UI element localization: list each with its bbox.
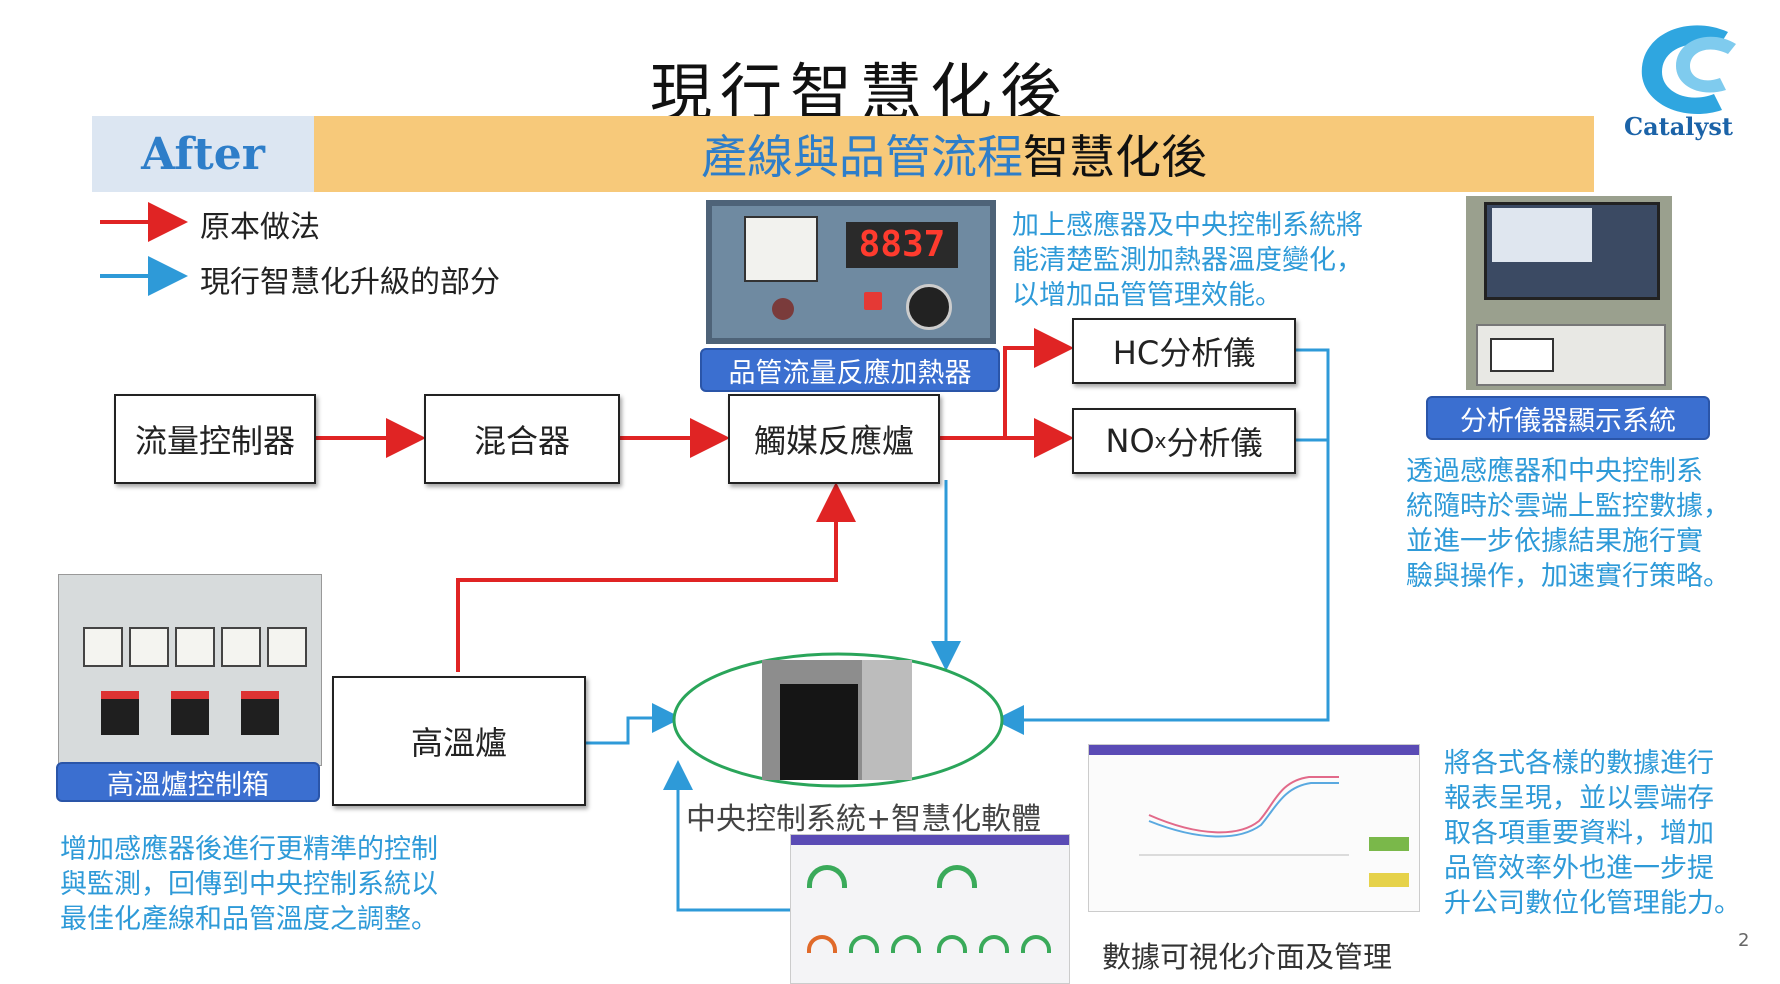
banner-title-black: 智慧化後: [1023, 130, 1207, 184]
gauge-icon: [807, 935, 837, 953]
note-line: 透過感應器和中央控制系: [1406, 456, 1703, 487]
note-line: 與監測，回傳到中央控制系統以: [60, 869, 438, 900]
report-note: 將各式各樣的數據進行 報表呈現，並以雲端存 取各項重要資料，增加 品管效率外也進…: [1444, 746, 1741, 921]
page-number: 2: [1738, 930, 1750, 951]
switch-icon: [772, 298, 794, 320]
logo-text: Catalyst: [1624, 112, 1733, 141]
catalyst-reactor-box: 觸媒反應爐: [728, 394, 940, 484]
note-line: 最佳化產線和品管溫度之調整。: [60, 904, 438, 935]
analyzer-display-tag: 分析儀器顯示系統: [1426, 396, 1710, 440]
gauge-icon: [744, 216, 818, 282]
note-line: 加上感應器及中央控制系統將: [1012, 210, 1363, 241]
legend-red-label: 原本做法: [200, 210, 320, 245]
heater-photo: 8837: [706, 200, 996, 344]
controller-display-icon: [171, 691, 209, 735]
note-line: 統隨時於雲端上監控數據，: [1406, 491, 1730, 522]
heater-temperature-display: 8837: [846, 222, 958, 268]
nox-prefix: NO: [1105, 422, 1155, 460]
catalyst-logo-mark: [1641, 25, 1736, 115]
note-line: 並進一步依據結果施行實: [1406, 526, 1703, 557]
heater-tag: 品管流量反應加熱器: [700, 348, 1000, 392]
central-system-caption: 中央控制系統+智慧化軟體: [686, 802, 1042, 837]
dashboard-screenshot: [790, 834, 1070, 984]
controller-display-icon: [241, 691, 279, 735]
gauge-icon: [979, 935, 1009, 953]
note-line: 以增加品管管理效能。: [1012, 280, 1282, 311]
furnace-box: 高溫爐: [332, 676, 586, 806]
analyzer-display-photo: [1466, 196, 1672, 390]
mixer-box: 混合器: [424, 394, 620, 484]
data-trend-chart-icon: [1139, 776, 1409, 887]
gauge-icon: [1021, 935, 1051, 953]
nox-subscript: x: [1154, 429, 1167, 453]
gauge-icon: [891, 935, 921, 953]
note-line: 能清楚監測加熱器溫度變化，: [1012, 245, 1363, 276]
banner-title-blue: 產線與品管流程: [701, 130, 1023, 184]
hc-analyzer-box: HC分析儀: [1072, 318, 1296, 384]
gauge-icon: [267, 627, 307, 667]
legend-blue-label: 現行智慧化升級的部分: [200, 265, 500, 300]
note-line: 取各項重要資料，增加: [1444, 818, 1714, 849]
banner-title: 產線與品管流程智慧化後: [314, 116, 1594, 192]
gauge-icon: [849, 935, 879, 953]
gauge-icon: [937, 865, 977, 888]
gauge-icon: [807, 865, 847, 888]
note-line: 報表呈現，並以雲端存: [1444, 783, 1714, 814]
catalyst-logo: Catalyst: [1618, 14, 1768, 144]
red-indicator-icon: [864, 292, 882, 310]
gauge-icon: [129, 627, 169, 667]
analyzer-note: 透過感應器和中央控制系 統隨時於雲端上監控數據， 並進一步依據結果施行實 驗與操…: [1406, 454, 1730, 594]
analyzer-unit-icon: [1476, 324, 1666, 386]
heater-note: 加上感應器及中央控制系統將 能清楚監測加熱器溫度變化， 以增加品管管理效能。: [1012, 208, 1363, 313]
gauge-icon: [937, 935, 967, 953]
nox-suffix: 分析儀: [1166, 424, 1263, 462]
controller-display-icon: [101, 691, 139, 735]
after-label: After: [92, 116, 314, 192]
note-line: 升公司數位化管理能力。: [1444, 888, 1741, 919]
note-line: 將各式各樣的數據進行: [1444, 748, 1714, 779]
furnace-box-tag: 高溫爐控制箱: [56, 762, 320, 802]
note-line: 驗與操作，加速實行策略。: [1406, 561, 1730, 592]
note-line: 增加感應器後進行更精準的控制: [60, 834, 438, 865]
visualization-caption: 數據可視化介面及管理: [1102, 940, 1393, 974]
gauge-icon: [221, 627, 261, 667]
computer-tower-photo: [762, 660, 912, 780]
knob-icon: [906, 284, 952, 330]
furnace-note: 增加感應器後進行更精準的控制 與監測，回傳到中央控制系統以 最佳化產線和品管溫度…: [60, 832, 438, 937]
gauge-icon: [83, 627, 123, 667]
note-line: 品管效率外也進一步提: [1444, 853, 1714, 884]
gauge-icon: [175, 627, 215, 667]
data-visualization-screenshot: [1088, 744, 1420, 912]
flow-controller-box: 流量控制器: [114, 394, 316, 484]
furnace-control-photo: [58, 574, 322, 766]
computer-icon: [780, 684, 858, 780]
